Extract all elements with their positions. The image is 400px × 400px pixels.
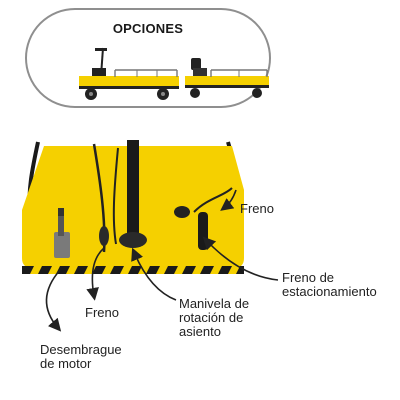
label-desembrague-motor: Desembrague de motor bbox=[40, 342, 122, 371]
hazard-stripe bbox=[22, 266, 244, 274]
brake-pedal bbox=[174, 206, 190, 218]
label-freno-right: Freno bbox=[240, 201, 274, 216]
control-panel-photo bbox=[22, 140, 244, 274]
vehicle-option-1-image bbox=[79, 47, 179, 100]
vehicle-option-2-image bbox=[185, 58, 269, 98]
label-freno-left: Freno bbox=[85, 305, 119, 320]
steering-column bbox=[127, 140, 139, 238]
label-freno-estacionamiento: Freno de estacionamiento bbox=[282, 270, 377, 299]
label-manivela-rotacion-asiento: Manivela de rotación de asiento bbox=[179, 296, 250, 339]
options-panel: OPCIONES bbox=[25, 8, 271, 108]
motor-release-lever bbox=[54, 232, 70, 258]
options-title: OPCIONES bbox=[112, 21, 184, 36]
parking-brake-lever bbox=[198, 212, 208, 250]
